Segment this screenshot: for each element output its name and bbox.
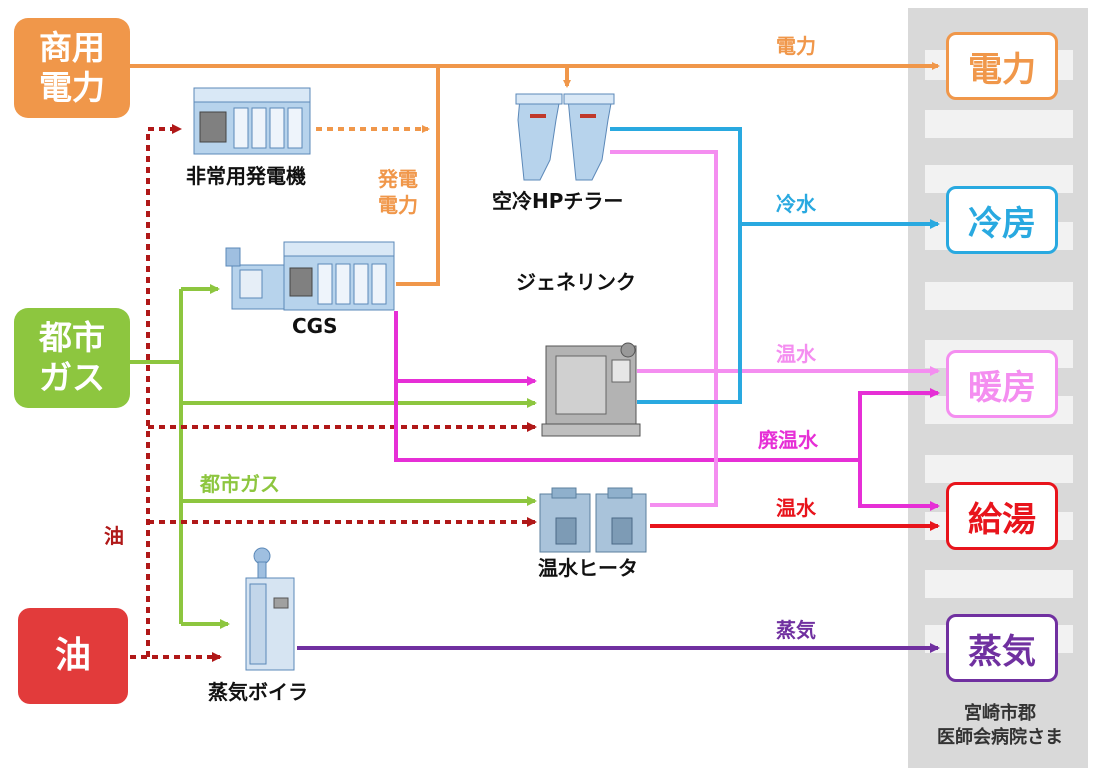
city-gas-lines bbox=[130, 284, 537, 629]
power-lines bbox=[130, 62, 940, 286]
facility-name-line-2: 医師会病院さま bbox=[937, 727, 1063, 748]
generator-icon bbox=[193, 87, 311, 155]
city-gas-source: 都市 ガス bbox=[14, 308, 130, 408]
hot-water-lines bbox=[610, 150, 940, 507]
city-gas-label-2: ガス bbox=[39, 358, 105, 397]
dest-hot-water-supply: 給湯 bbox=[946, 482, 1058, 550]
chiller-icon bbox=[515, 93, 615, 181]
steam-flow-label: 蒸気 bbox=[776, 618, 816, 642]
power-flow-label: 電力 bbox=[776, 34, 816, 58]
commercial-power-label-2: 電力 bbox=[39, 68, 105, 107]
generated-power-label-2: 電力 bbox=[378, 193, 418, 217]
city-gas-label-1: 都市 bbox=[39, 318, 105, 357]
facility-name: 宮崎市郡 医師会病院さま bbox=[912, 702, 1088, 750]
waste-hot-water-lines bbox=[394, 311, 940, 511]
chiller-label: 空冷HPチラー bbox=[492, 189, 624, 213]
cgs-icon bbox=[225, 241, 395, 311]
dest-power: 電力 bbox=[946, 32, 1058, 100]
commercial-power-label-1: 商用 bbox=[39, 28, 105, 67]
dest-cooling: 冷房 bbox=[946, 186, 1058, 254]
oil-flow-label: 油 bbox=[104, 524, 124, 548]
chilled-water-label: 冷水 bbox=[776, 192, 816, 216]
city-gas-flow-label: 都市ガス bbox=[200, 472, 280, 496]
boiler-icon bbox=[245, 547, 295, 671]
facility-name-line-1: 宮崎市郡 bbox=[964, 703, 1036, 724]
cgs-label: CGS bbox=[292, 314, 338, 338]
genelink-label: ジェネリンク bbox=[516, 270, 636, 294]
water-heater-icon bbox=[539, 487, 647, 553]
hot-water-label-2: 温水 bbox=[776, 496, 816, 520]
generated-power-label-1: 発電 bbox=[378, 167, 418, 191]
dest-heating: 暖房 bbox=[946, 350, 1058, 418]
hot-water-label: 温水 bbox=[776, 342, 816, 366]
oil-source: 油 bbox=[18, 608, 128, 704]
generated-power-label: 発電 電力 bbox=[378, 166, 418, 218]
water-heater-label: 温水ヒータ bbox=[538, 556, 638, 580]
waste-hot-water-label: 廃温水 bbox=[758, 428, 818, 452]
emergency-generator-label: 非常用発電機 bbox=[186, 164, 306, 188]
oil-source-label: 油 bbox=[54, 635, 91, 676]
dest-steam: 蒸気 bbox=[946, 614, 1058, 682]
absorption-chiller-icon bbox=[541, 342, 641, 437]
steam-boiler-label: 蒸気ボイラ bbox=[208, 680, 308, 704]
commercial-power-source: 商用 電力 bbox=[14, 18, 130, 118]
chilled-water-lines bbox=[610, 127, 940, 404]
oil-lines bbox=[130, 124, 537, 662]
